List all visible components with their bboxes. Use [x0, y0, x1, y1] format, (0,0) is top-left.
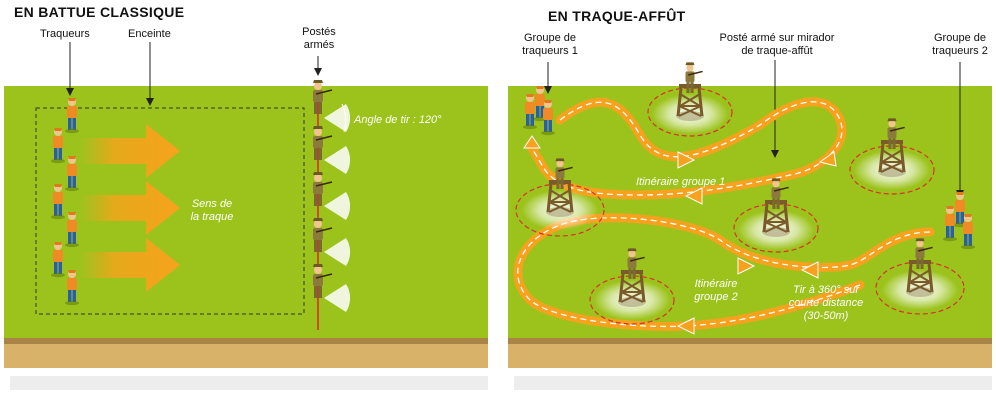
- enceinte-boundary: [35, 107, 305, 315]
- label-sens-line1: Sens de: [191, 198, 233, 210]
- label-tir-line3: (30-50m): [803, 310, 849, 322]
- label-itineraire2: Itinéraire groupe 2: [686, 278, 746, 304]
- label-groupe1-line1: Groupe de: [524, 32, 576, 44]
- label-tir-360: Tir à 360° sur courte distance (30-50m): [776, 284, 876, 323]
- label-tir-line1: Tir à 360° sur: [792, 284, 860, 296]
- label-sens-line2: la traque: [190, 211, 234, 223]
- label-groupe2-line2: traqueurs 2: [932, 45, 988, 57]
- label-mirador-line1: Posté armé sur mirador: [719, 32, 835, 44]
- label-tir-line2: courte distance: [788, 297, 864, 309]
- label-groupe1: Groupe de traqueurs 1: [518, 32, 582, 58]
- label-postes-line2: armés: [303, 39, 335, 51]
- label-traqueurs: Traqueurs: [40, 28, 90, 40]
- label-itineraire1: Itinéraire groupe 1: [636, 176, 726, 188]
- label-itin2-line2: groupe 2: [694, 291, 738, 303]
- label-itin2-line1: Itinéraire: [694, 278, 738, 290]
- label-mirador-line2: de traque-affût: [741, 45, 813, 57]
- label-poste-mirador: Posté armé sur mirador de traque-affût: [712, 32, 842, 58]
- left-title: EN BATTUE CLASSIQUE: [14, 4, 185, 20]
- label-enceinte: Enceinte: [128, 28, 171, 40]
- label-angle-de-tir: Angle de tir : 120°: [354, 114, 442, 126]
- label-postes-line1: Postés: [302, 26, 336, 38]
- mirador-tower: [515, 62, 965, 325]
- label-groupe2-line1: Groupe de: [934, 32, 986, 44]
- direction-arrow: [523, 135, 837, 335]
- right-title: EN TRAQUE-AFFÛT: [548, 8, 686, 24]
- label-groupe2: Groupe de traqueurs 2: [928, 32, 992, 58]
- label-groupe1-line2: traqueurs 1: [522, 45, 578, 57]
- label-postes-armes: Postés armés: [302, 26, 336, 52]
- direction-arrow: [80, 124, 180, 292]
- label-sens-traque: Sens de la traque: [186, 198, 238, 224]
